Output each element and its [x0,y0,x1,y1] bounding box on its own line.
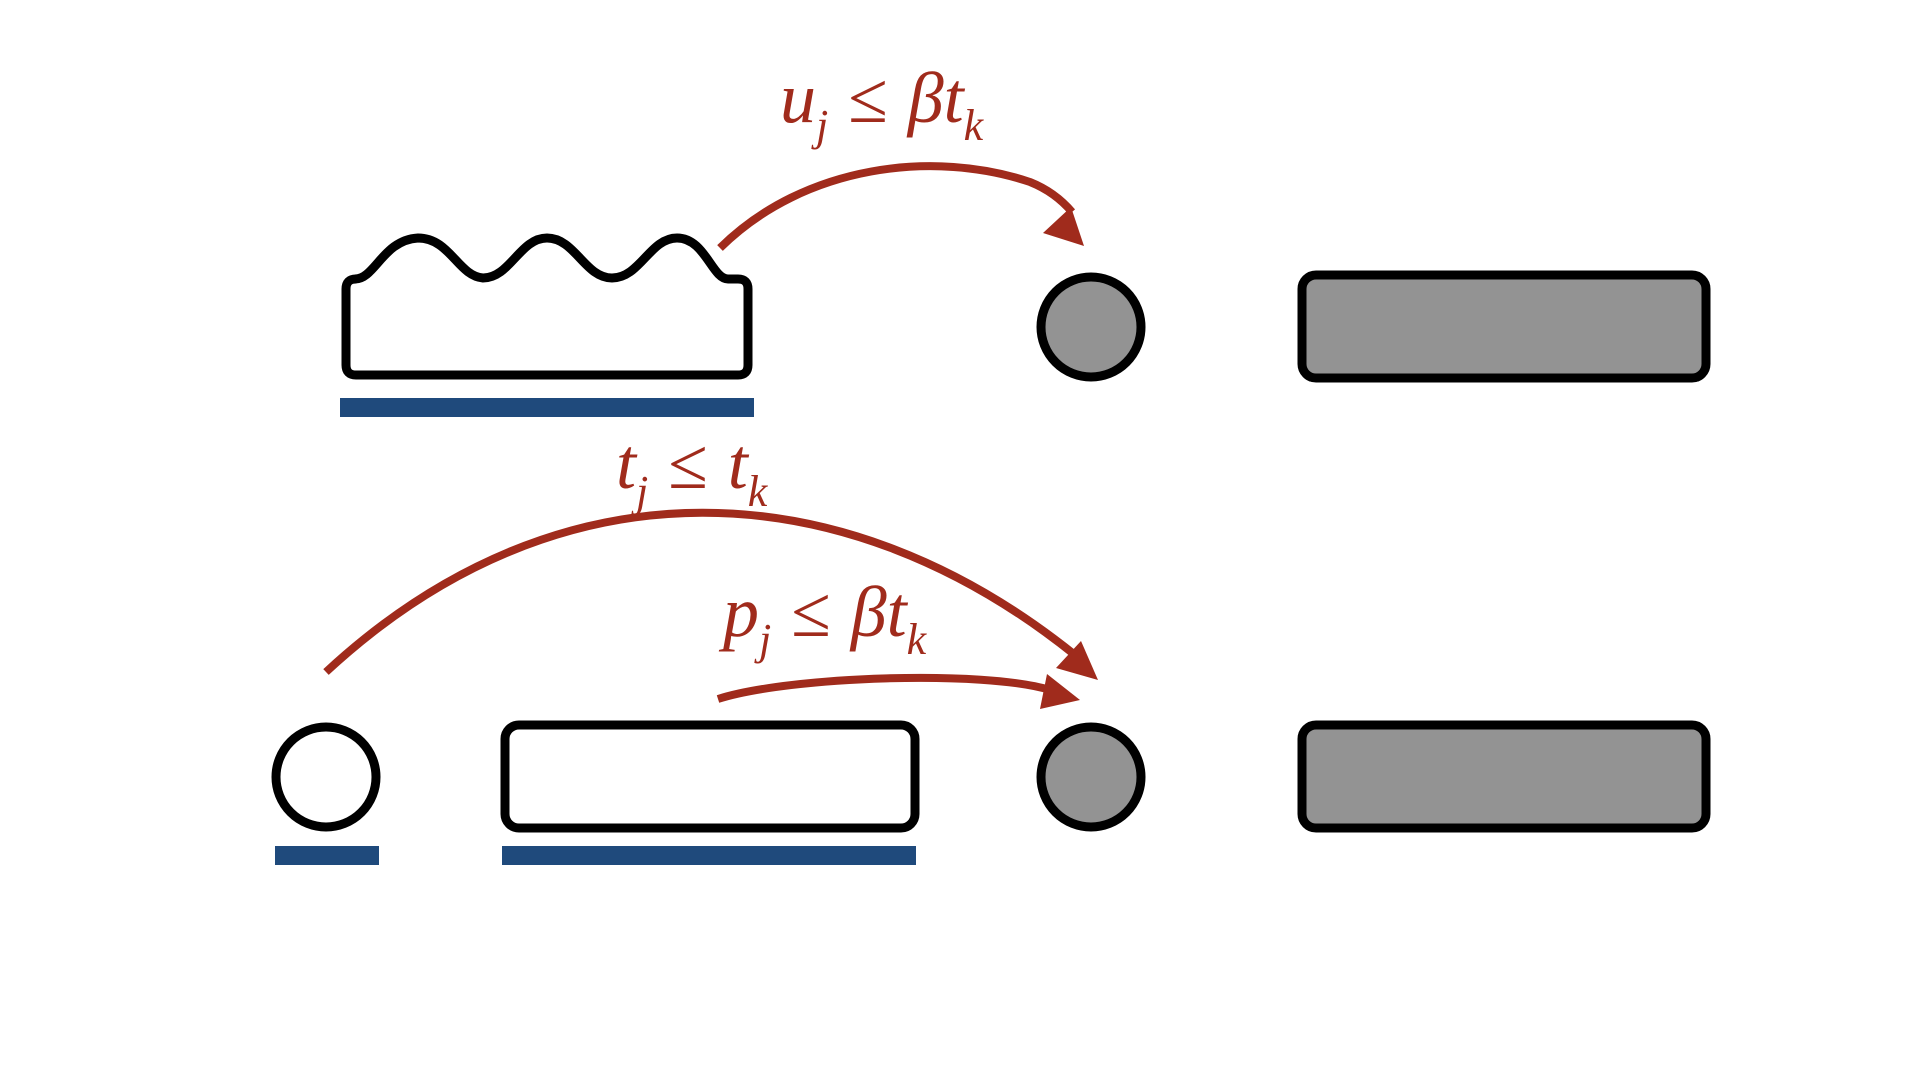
middle-constraint-label: tj≤tk [616,424,769,516]
middle-label-op: ≤ [668,424,708,504]
top-label-rhs-sub: k [964,101,985,150]
top-label-coef: β [906,58,944,138]
middle-arrowhead [1056,641,1098,680]
top-label-op: ≤ [848,58,888,138]
lower-label-sub: j [754,615,771,664]
middle-label-var: t [616,424,638,504]
middle-arrow-curve [323,508,1078,675]
lower-label-coef: β [849,572,887,652]
top-arrowhead [1043,207,1084,246]
top-wavy-job-shape [341,233,753,380]
lower-arrow-curve [716,673,1052,703]
bottom-white-node [271,722,381,832]
top-arrow-curve [717,162,1076,251]
lower-label-rhs: t [887,572,909,652]
lower-label-rhs-sub: k [907,615,928,664]
top-constraint-label: uj ≤βtk [780,58,985,150]
bottom-node-underline [275,846,379,865]
bottom-gray-node [1036,722,1146,832]
lower-constraint-label: pj ≤βtk [718,572,928,664]
lower-arrowhead [1040,674,1080,709]
top-gray-block [1297,270,1711,383]
middle-label-rhs: t [728,424,750,504]
top-gray-node [1036,272,1146,382]
top-job-underline [340,398,754,417]
bottom-gray-block [1297,720,1711,833]
bottom-job-underline [502,846,916,865]
bottom-white-job [500,720,920,833]
middle-label-rhs-sub: k [748,467,769,516]
middle-label-sub: j [631,467,648,516]
lower-label-var: p [718,572,759,652]
top-label-sub: j [811,101,828,150]
lower-label-op: ≤ [791,572,831,652]
top-label-rhs: t [944,58,966,138]
top-label-var: u [780,58,816,138]
